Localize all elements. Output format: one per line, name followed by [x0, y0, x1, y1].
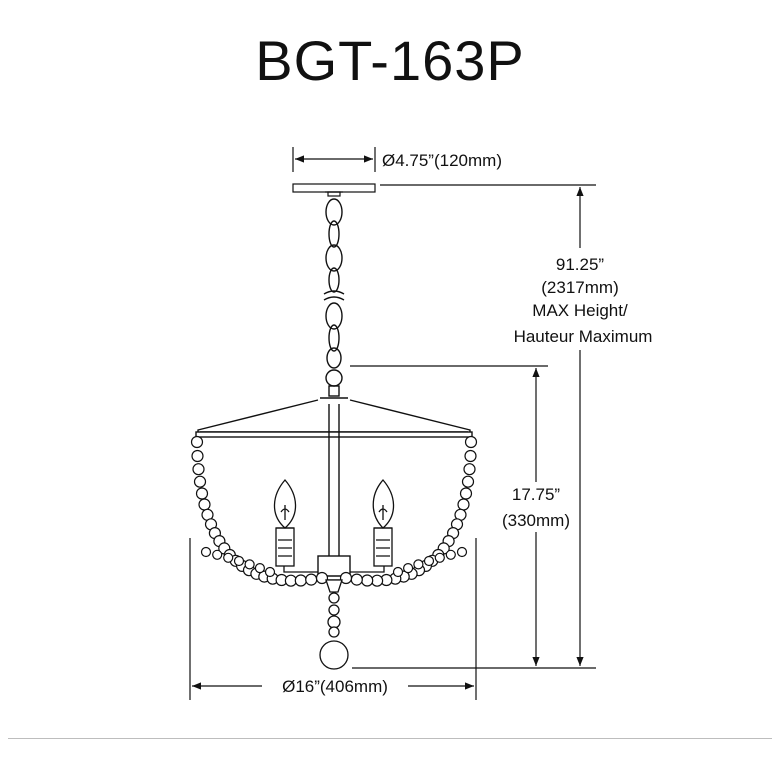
bead: [457, 498, 470, 511]
bead: [315, 571, 329, 585]
bead: [392, 566, 404, 578]
bead: [212, 549, 223, 560]
bead: [361, 574, 374, 587]
bead: [434, 552, 445, 563]
max-height-caption-fr: Hauteur Maximum: [514, 327, 653, 346]
max-height-inches: 91.25”: [556, 255, 605, 274]
body-height-inches: 17.75”: [512, 485, 561, 504]
body-height-mm: (330mm): [502, 511, 570, 530]
bead: [198, 498, 211, 511]
bead: [423, 555, 435, 567]
bead: [456, 546, 468, 558]
canopy: [292, 183, 376, 197]
diameter-dimension: [189, 538, 477, 700]
bead-strands: [190, 435, 478, 587]
diameter-label: Ø16”(406mm): [282, 677, 388, 696]
bead: [223, 552, 234, 563]
bead: [339, 571, 353, 585]
bead: [195, 487, 209, 500]
bead: [294, 574, 307, 587]
canopy-dimension: [292, 147, 376, 172]
bead: [413, 559, 424, 570]
bead: [461, 475, 475, 488]
max-height-mm: (2317mm): [541, 278, 618, 297]
bead: [233, 555, 245, 567]
bead: [244, 559, 255, 570]
max-height-caption-en: MAX Height/: [532, 301, 628, 320]
max-height-label-bg: [488, 248, 678, 350]
bead: [464, 435, 478, 449]
bead: [463, 463, 476, 476]
bead: [445, 549, 456, 560]
bottom-crystal: [319, 579, 349, 670]
bead: [192, 463, 205, 476]
center-stem: [317, 404, 351, 581]
bead: [190, 435, 204, 449]
product-title: BGT-163P: [255, 29, 525, 92]
body-height-label-bg: [488, 482, 578, 532]
footer-divider: [8, 738, 772, 739]
left-candle: [273, 479, 318, 573]
bead: [191, 449, 204, 463]
top-frame: [195, 397, 473, 440]
bead: [459, 487, 473, 500]
chain: [323, 198, 345, 397]
bead: [254, 562, 265, 574]
right-candle: [350, 479, 395, 573]
bead: [305, 573, 318, 586]
bead: [403, 562, 414, 574]
bead: [264, 566, 276, 578]
bead: [464, 449, 477, 463]
canopy-diameter-label: Ø4.75”(120mm): [382, 151, 502, 170]
bead: [200, 546, 212, 558]
bead: [193, 475, 207, 488]
bead: [350, 573, 363, 586]
